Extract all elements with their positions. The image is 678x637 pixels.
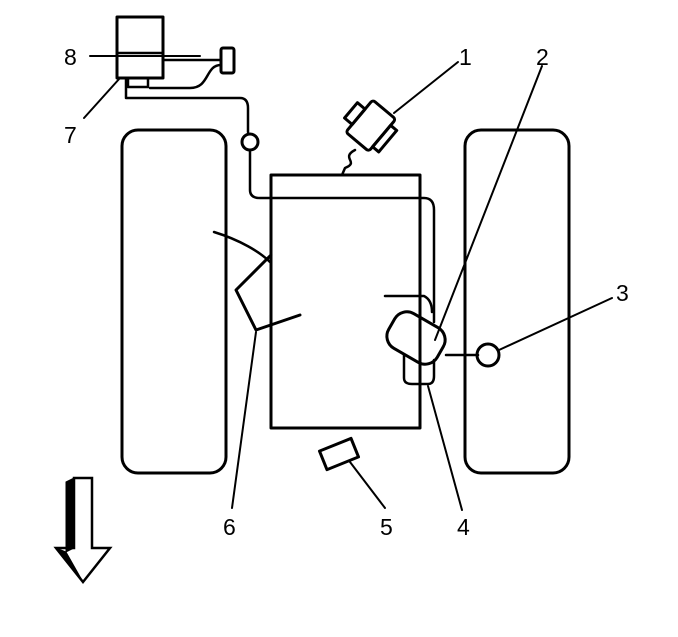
leader-6 (231, 331, 257, 509)
callout-1: 1 (459, 44, 472, 70)
hose-assembly (402, 353, 436, 386)
callout-6: 6 (223, 514, 236, 540)
arrow-down-icon (53, 476, 113, 585)
leader-3 (498, 297, 613, 351)
callout-4: 4 (457, 514, 470, 540)
component-5 (317, 436, 361, 472)
callout-5: 5 (380, 514, 393, 540)
purge-hose-lower (248, 148, 436, 324)
leader-7 (83, 77, 121, 119)
solenoid-inlet-hose (383, 294, 434, 314)
leader-4 (427, 385, 463, 511)
intake-hose-to-wheel (212, 230, 272, 264)
purge-solenoid (385, 310, 447, 366)
engine-block (269, 173, 422, 430)
sensor-component-1 (343, 99, 399, 154)
pressure-sensor (475, 342, 501, 368)
canister-port (126, 76, 150, 89)
sensor-1-wire (340, 148, 357, 177)
vent-hose (148, 63, 223, 90)
evap-canister (115, 15, 165, 80)
callout-3: 3 (616, 280, 629, 306)
purge-hose (124, 76, 250, 134)
purge-hose-fitting (240, 132, 260, 152)
callout-7: 7 (64, 122, 77, 148)
callout-8: 8 (64, 44, 77, 70)
leader-5 (349, 461, 386, 509)
left-wheel (120, 128, 228, 475)
callout-2: 2 (536, 44, 549, 70)
leader-1 (393, 61, 459, 114)
air-intake-duct (234, 253, 302, 332)
leader-2 (434, 65, 543, 341)
right-wheel (463, 128, 571, 475)
vent-valve (219, 46, 236, 75)
